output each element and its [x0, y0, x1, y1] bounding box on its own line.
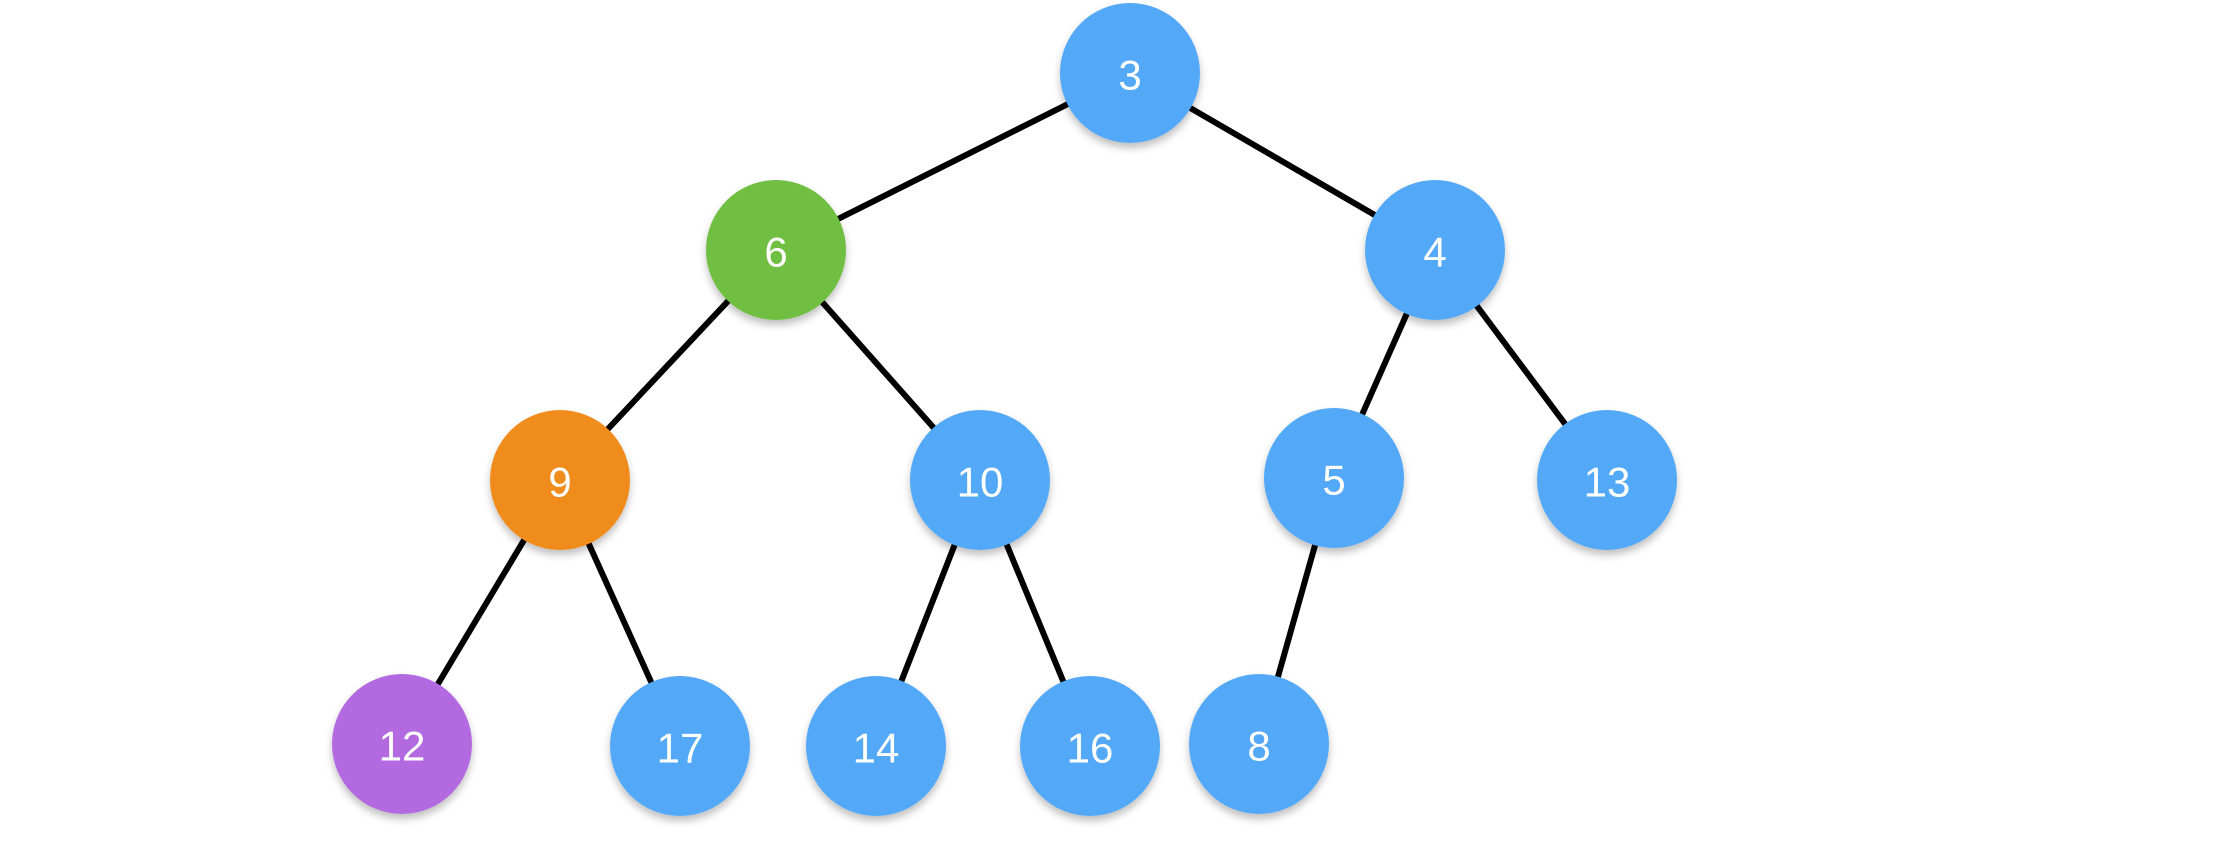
node-label: 6	[764, 229, 787, 276]
node-circle	[610, 676, 750, 816]
node-circle	[1537, 410, 1677, 550]
tree-node-6: 6	[706, 180, 846, 320]
tree-node-14: 14	[806, 676, 946, 816]
node-label: 12	[379, 723, 426, 770]
edges-layer	[399, 70, 1610, 749]
node-circle	[1189, 674, 1329, 814]
node-circle	[332, 674, 472, 814]
node-label: 8	[1247, 723, 1270, 770]
node-circle	[1020, 676, 1160, 816]
node-label: 14	[853, 725, 900, 772]
tree-node-5: 5	[1264, 408, 1404, 548]
node-label: 16	[1067, 725, 1114, 772]
tree-node-17: 17	[610, 676, 750, 816]
tree-node-12: 12	[332, 674, 472, 814]
node-label: 13	[1584, 459, 1631, 506]
node-circle	[1264, 408, 1404, 548]
node-label: 4	[1423, 229, 1446, 276]
nodes-layer: 3 6 4 9 10 5 13 12 17 14 16 8	[332, 3, 1677, 816]
node-label: 17	[657, 725, 704, 772]
tree-node-13: 13	[1537, 410, 1677, 550]
node-label: 3	[1118, 52, 1141, 99]
node-label: 9	[548, 459, 571, 506]
tree-node-4: 4	[1365, 180, 1505, 320]
tree-node-10: 10	[910, 410, 1050, 550]
node-circle	[1060, 3, 1200, 143]
tree-node-9: 9	[490, 410, 630, 550]
node-circle	[806, 676, 946, 816]
node-circle	[706, 180, 846, 320]
node-label: 10	[957, 459, 1004, 506]
node-circle	[1365, 180, 1505, 320]
tree-node-8: 8	[1189, 674, 1329, 814]
tree-node-3: 3	[1060, 3, 1200, 143]
node-circle	[490, 410, 630, 550]
node-circle	[910, 410, 1050, 550]
node-label: 5	[1322, 457, 1345, 504]
tree-node-16: 16	[1020, 676, 1160, 816]
